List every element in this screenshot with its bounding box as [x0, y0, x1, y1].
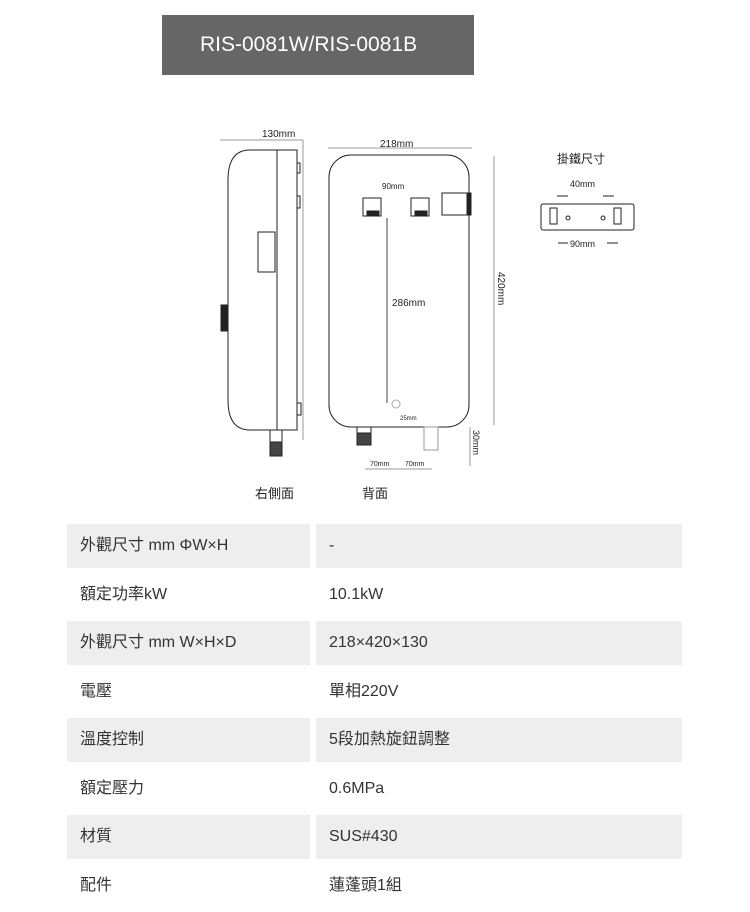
spec-label: 外觀尺寸 mm W×H×D — [67, 621, 310, 665]
dimension-diagram: 130mm 右側面 218mm 90mm 286mm 25mm 70mm 70m… — [220, 129, 635, 501]
spec-table: 外觀尺寸 mm ΦW×H- 額定功率kW 10.1kW 外觀尺寸 mm W×H×D… — [67, 524, 682, 912]
spec-label: 額定壓力 — [80, 779, 145, 797]
back-width-label: 218mm — [380, 139, 413, 150]
model-title: RIS-0081W/RIS-0081B — [162, 15, 474, 75]
spec-label: 配件 — [80, 876, 113, 894]
spec-label: 溫度控制 — [67, 718, 310, 762]
inlet-spacing-label: 90mm — [382, 182, 405, 191]
bracket-hole-label: 40mm — [570, 179, 595, 189]
spec-value: 蓮蓬頭1組 — [329, 876, 402, 894]
spec-label: 材質 — [67, 815, 310, 859]
drain-label: 25mm — [400, 416, 417, 422]
spec-value: - — [316, 524, 682, 568]
pipe-right-label: 70mm — [405, 461, 425, 468]
table-row: 電壓 單相220V — [67, 670, 682, 714]
spec-label: 額定功率kW — [80, 585, 168, 603]
table-row: 額定功率kW 10.1kW — [67, 573, 682, 617]
back-view-label: 背面 — [362, 486, 388, 501]
table-row: 外觀尺寸 mm ΦW×H- — [67, 524, 682, 568]
height-label: 420mm — [495, 272, 506, 305]
pipe-length-label: 30mm — [471, 430, 481, 455]
spec-value: 5段加熱旋鈕調整 — [316, 718, 682, 762]
spec-value: 218×420×130 — [316, 621, 682, 665]
bracket-title: 掛鐵尺寸 — [557, 151, 605, 166]
back-view — [328, 147, 495, 470]
vertical-label: 286mm — [392, 298, 425, 309]
spec-label: 電壓 — [80, 682, 113, 700]
spec-value: 0.6MPa — [329, 779, 385, 797]
spec-value: 10.1kW — [329, 585, 384, 603]
spec-label: 外觀尺寸 mm ΦW×H — [67, 524, 310, 568]
side-view-label: 右側面 — [255, 486, 294, 501]
side-view — [220, 139, 304, 457]
table-row: 配件 蓮蓬頭1組 — [67, 864, 682, 908]
bracket-drawing — [540, 195, 635, 244]
pipe-left-label: 70mm — [370, 461, 390, 468]
table-row: 額定壓力 0.6MPa — [67, 767, 682, 811]
bracket-width-label: 90mm — [570, 239, 595, 249]
spec-value: 單相220V — [329, 682, 399, 700]
spec-value: SUS#430 — [316, 815, 682, 859]
side-width-label: 130mm — [262, 129, 295, 140]
